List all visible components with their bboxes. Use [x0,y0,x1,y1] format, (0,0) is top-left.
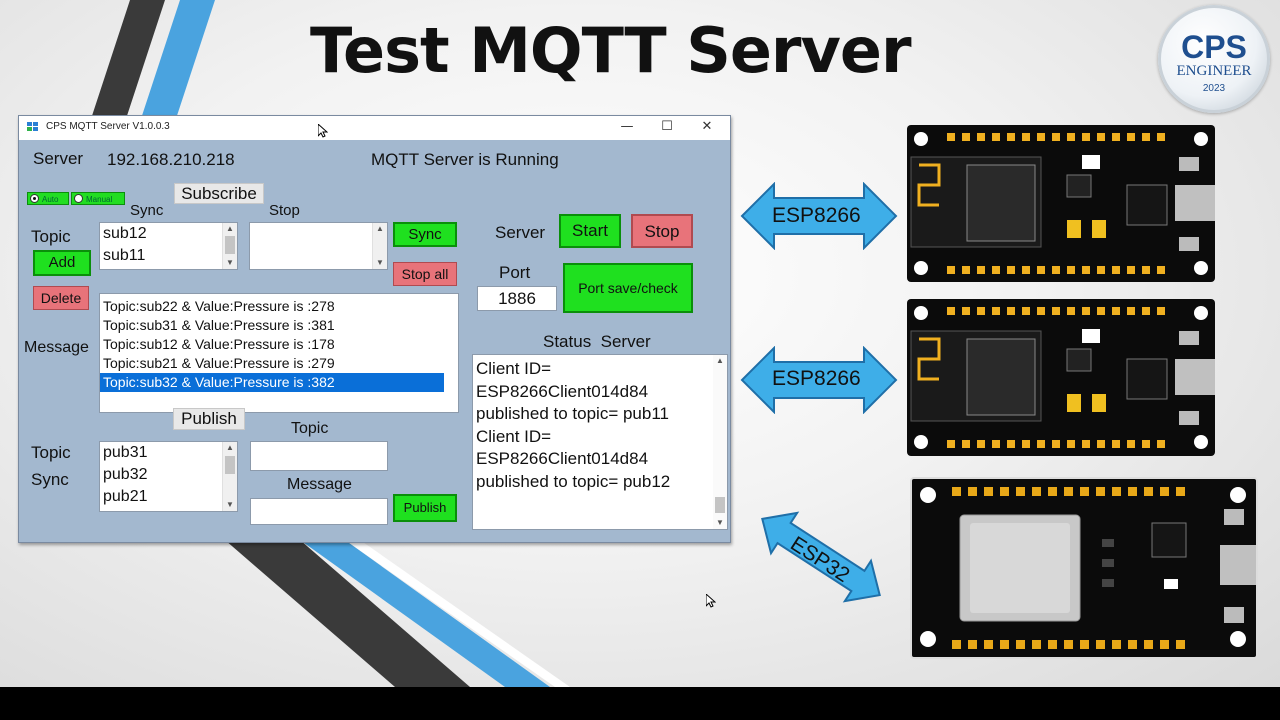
window-title: CPS MQTT Server V1.0.0.3 [46,121,170,132]
add-button[interactable]: Add [33,250,91,276]
publish-message-label: Message [287,476,352,493]
scrollbar[interactable]: ▲ ▼ [372,223,387,269]
list-item[interactable]: pub32 [103,466,148,483]
stop-all-button[interactable]: Stop all [393,262,457,286]
logo-text: CPS [1181,29,1247,65]
scroll-up-icon[interactable]: ▲ [716,356,724,365]
list-item[interactable]: pub31 [103,444,148,461]
subscribe-sync-list[interactable]: sub12 sub11 ▲ ▼ [99,222,238,270]
log-line: published to topic= pub11 [476,404,669,423]
sync-column-label: Sync [130,202,164,219]
esp32-board-icon [920,487,1256,649]
esp8266-board-icon [910,132,1215,275]
mouse-cursor-icon [318,124,328,138]
server-label: Server [33,149,84,168]
auto-radio[interactable]: Auto [27,192,69,205]
minimize-button[interactable]: — [620,119,634,134]
log-line: ESP8266Client014d84 [476,449,649,468]
publish-topic-sync-label: Topic [31,443,71,462]
start-button[interactable]: Start [559,214,621,248]
scroll-thumb[interactable] [225,236,235,254]
server-panel-label: Server [495,223,546,242]
arrow-label-esp8266-bottom: ESP8266 [772,367,861,390]
log-line: published to topic= pub12 [476,471,671,491]
logo-subtext: ENGINEER [1176,63,1252,79]
scroll-down-icon[interactable]: ▼ [226,258,234,267]
bidirectional-arrow-icon [761,511,881,603]
list-item[interactable]: Topic:sub21 & Value:Pressure is :279 [103,355,335,371]
app-icon [27,122,38,131]
scroll-thumb[interactable] [225,456,235,474]
list-item[interactable]: Topic:sub12 & Value:Pressure is :178 [103,336,335,352]
esp8266-board-top [907,125,1215,282]
cps-engineer-logo: CPS ENGINEER 2023 [1158,5,1270,113]
message-list[interactable]: Topic:sub22 & Value:Pressure is :278 Top… [99,293,459,413]
scrollbar[interactable]: ▲ ▼ [713,355,727,529]
list-item[interactable]: pub21 [103,488,148,505]
publish-header: Publish [173,408,245,430]
slide-title: Test MQTT Server [310,14,912,87]
bidirectional-arrow-icon [740,346,898,414]
subscribe-stop-list[interactable]: ▲ ▼ [249,222,388,270]
esp8266-board-bottom [907,299,1215,456]
port-label: Port [499,263,531,282]
scroll-down-icon[interactable]: ▼ [376,258,384,267]
port-save-check-button[interactable]: Port save/check [563,263,693,313]
stop-button[interactable]: Stop [631,214,693,248]
list-item[interactable]: Topic:sub31 & Value:Pressure is :381 [103,317,335,333]
list-item[interactable]: Topic:sub22 & Value:Pressure is :278 [103,298,335,314]
manual-radio[interactable]: Manual [71,192,125,205]
auto-radio-label: Auto [42,195,59,204]
maximize-button[interactable]: ☐ [661,119,673,134]
window-titlebar[interactable]: CPS MQTT Server V1.0.0.3 — ☐ ✕ [19,116,730,140]
close-button[interactable]: ✕ [701,119,713,134]
status-log[interactable]: Client ID= ESP8266Client014d84 published… [472,354,728,530]
mouse-cursor-icon [706,594,716,608]
log-line: Client ID= [476,426,552,446]
log-line: Client ID= [476,359,552,378]
sync-button[interactable]: Sync [393,222,457,247]
list-item[interactable]: sub12 [103,225,147,242]
scroll-up-icon[interactable]: ▲ [226,224,234,233]
publish-topic-list[interactable]: pub31 pub32 pub21 ▲ ▼ [99,441,238,512]
manual-radio-label: Manual [86,195,113,204]
list-item[interactable]: sub11 [103,247,146,264]
list-item-selected[interactable]: Topic:sub32 & Value:Pressure is :382 [100,373,444,392]
subscribe-header: Subscribe [174,183,264,204]
scroll-thumb[interactable] [715,497,725,513]
delete-button[interactable]: Delete [33,286,89,310]
message-label: Message [24,339,89,356]
esp32-board [910,477,1258,659]
publish-topic-label: Topic [291,420,329,437]
bidirectional-arrow-icon [740,182,898,250]
publish-topic-input[interactable] [250,441,388,471]
slide-background: Test MQTT Server CPS ENGINEER 2023 CPS M… [0,0,1280,687]
topic-label: Topic [31,227,71,246]
arrow-label-esp8266-top: ESP8266 [772,204,861,227]
esp8266-board-icon [910,306,1215,449]
scroll-up-icon[interactable]: ▲ [226,443,234,452]
scrollbar[interactable]: ▲ ▼ [222,442,237,511]
scrollbar[interactable]: ▲ ▼ [222,223,237,269]
scroll-up-icon[interactable]: ▲ [376,224,384,233]
radio-dot-icon [30,194,39,203]
publish-message-input[interactable] [250,498,388,525]
mqtt-server-window: CPS MQTT Server V1.0.0.3 — ☐ ✕ Server 19… [18,115,731,543]
publish-sync-label: Sync [31,470,69,489]
server-status: MQTT Server is Running [371,150,559,169]
radio-dot-icon [74,194,83,203]
server-ip: 192.168.210.218 [107,150,235,169]
stop-column-label: Stop [269,202,300,219]
publish-button[interactable]: Publish [393,494,457,522]
status-server-label: Status Server [543,332,651,351]
logo-year: 2023 [1202,83,1226,94]
scroll-down-icon[interactable]: ▼ [226,500,234,509]
port-input[interactable]: 1886 [477,286,557,311]
log-line: ESP8266Client014d84 [476,381,649,401]
scroll-down-icon[interactable]: ▼ [716,518,724,527]
